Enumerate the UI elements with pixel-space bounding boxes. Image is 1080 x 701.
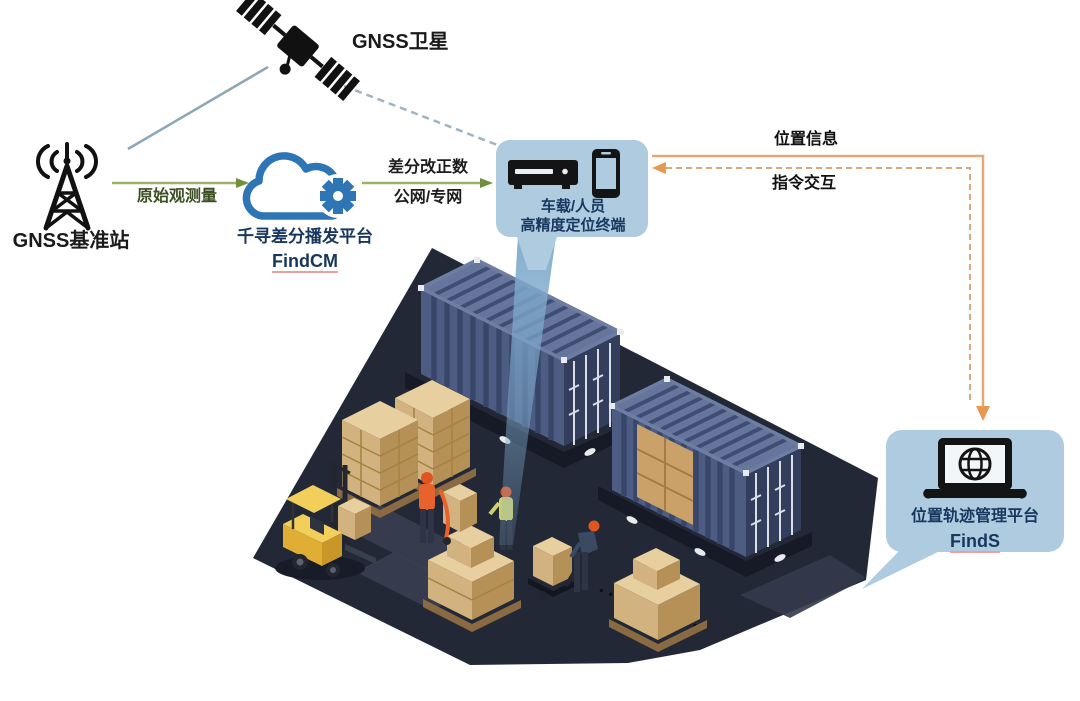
- smartphone-icon: [592, 149, 620, 198]
- cloud-platform-subtitle: FindCM: [222, 250, 388, 273]
- cloud-gear-icon: [242, 152, 360, 220]
- warehouse-scene: [253, 248, 878, 665]
- arrow-command-interaction: [652, 162, 971, 402]
- command-interaction-label: 指令交互: [771, 175, 836, 192]
- forklift: [275, 460, 376, 580]
- gnss-receiver-icon: [508, 160, 578, 189]
- cloud-platform-subtitle-text: FindCM: [272, 251, 338, 273]
- worker-pallet-jack: [528, 520, 600, 599]
- arrow-raw-observation: [112, 178, 249, 188]
- arrow-location-info: [652, 154, 990, 421]
- link-satellite-basestation: [127, 65, 269, 151]
- management-platform-title: 位置轨迹管理平台: [910, 508, 1039, 525]
- arrow-differential-correction: [362, 178, 493, 188]
- differential-correction-label: 差分改正数: [387, 159, 468, 176]
- management-platform-subtitle-text: FindS: [950, 531, 1000, 553]
- worker-handtruck: [419, 472, 477, 545]
- terminal-label-line2: 高精度定位终端: [520, 216, 626, 234]
- terminal-label: 车载/人员 高精度定位终端: [500, 198, 646, 236]
- pallet-boxes-right: [609, 548, 707, 652]
- laptop-globe-icon: [923, 438, 1027, 499]
- satellite-icon: [236, 0, 360, 101]
- positioning-beam: [499, 236, 556, 545]
- terminal-node: [496, 140, 648, 270]
- terminal-label-line1: 车载/人员: [540, 198, 606, 215]
- pallet-stack-left: [337, 380, 476, 518]
- network-type-label: 公网/专网: [393, 189, 463, 206]
- raw-observation-label: 原始观测量: [136, 188, 217, 205]
- location-info-label: 位置信息: [773, 131, 838, 148]
- management-platform-subtitle: FindS: [892, 530, 1058, 553]
- container-front: [598, 376, 812, 577]
- antenna-tower-icon: [35, 142, 99, 231]
- base-station-label: GNSS基准站: [12, 230, 130, 252]
- link-satellite-terminal: [343, 84, 501, 148]
- management-node: [862, 430, 1064, 589]
- satellite-label: GNSS卫星: [352, 31, 449, 53]
- cloud-platform-title: 千寻差分播发平台: [237, 227, 373, 246]
